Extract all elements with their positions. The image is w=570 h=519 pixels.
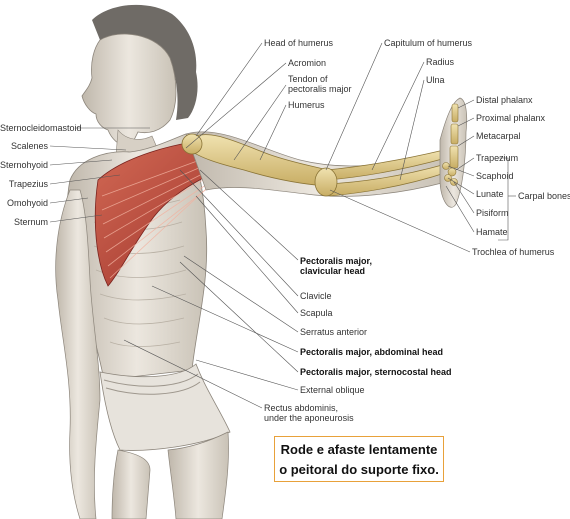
label-ulna: Ulna [426, 75, 445, 85]
leg-left [111, 449, 151, 519]
label-trapezium: Trapezium [476, 153, 519, 163]
leg-right [167, 431, 229, 519]
label-carpal-bones: Carpal bones [518, 191, 570, 201]
label-scaphoid: Scaphoid [476, 171, 514, 181]
pectoralis-major-muscle [94, 137, 251, 287]
label-pectoralis-major-abdominal-head: Pectoralis major, abdominal head [300, 347, 444, 357]
label-scapula: Scapula [300, 308, 333, 318]
label-distal-phalanx: Distal phalanx [476, 95, 533, 105]
label-humerus: Humerus [288, 100, 325, 110]
label-acromion: Acromion [288, 58, 327, 68]
label-proximal-phalanx: Proximal phalanx [476, 113, 546, 123]
hair [92, 4, 198, 120]
label-radius: Radius [426, 57, 455, 67]
instruction-caption: Rode e afaste lentamente o peitoral do s… [274, 436, 444, 482]
label-external-oblique: External oblique [300, 385, 365, 395]
label-pectoralis-major-sternocostal-head: Pectoralis major, sternocostal head [300, 367, 452, 377]
label-clavicle: Clavicle [300, 291, 332, 301]
label-sternum: Sternum [13, 217, 48, 227]
label-trochlea-of-humerus: Trochlea of humerus [472, 247, 555, 257]
label-omohyoid: Omohyoid [6, 198, 48, 208]
leader-lines [49, 42, 516, 409]
head [81, 33, 177, 149]
left-arm [55, 189, 101, 519]
shorts [99, 363, 231, 451]
label-head-of-humerus: Head of humerus [264, 38, 334, 48]
label-rectus-abdominis: Rectus abdominis, under the aponeurosis [264, 403, 354, 423]
label-sternocleidomastoid: Sternocleidomastoid [0, 123, 82, 133]
label-lunate: Lunate [476, 189, 504, 199]
label-trapezius: Trapezius [8, 179, 48, 189]
hand-bones [442, 103, 459, 186]
label-hamate: Hamate [476, 227, 508, 237]
label-pisiform: Pisiform [476, 208, 509, 218]
caption-line-2: o peitoral do suporte fixo. [279, 462, 439, 477]
caption-line-1: Rode e afaste lentamente [280, 442, 438, 457]
label-sternohyoid: Sternohyoid [0, 160, 49, 170]
label-pectoralis-major-clavicular-head: Pectoralis major, clavicular head [300, 256, 373, 276]
elbow-joint [314, 167, 338, 197]
label-scalenes: Scalenes [10, 141, 48, 151]
label-metacarpal: Metacarpal [476, 131, 521, 141]
label-tendon-of-pectoralis-major: Tendon of pectoralis major [288, 74, 352, 94]
label-capitulum-of-humerus: Capitulum of humerus [384, 38, 473, 48]
label-serratus-anterior: Serratus anterior [300, 327, 368, 337]
